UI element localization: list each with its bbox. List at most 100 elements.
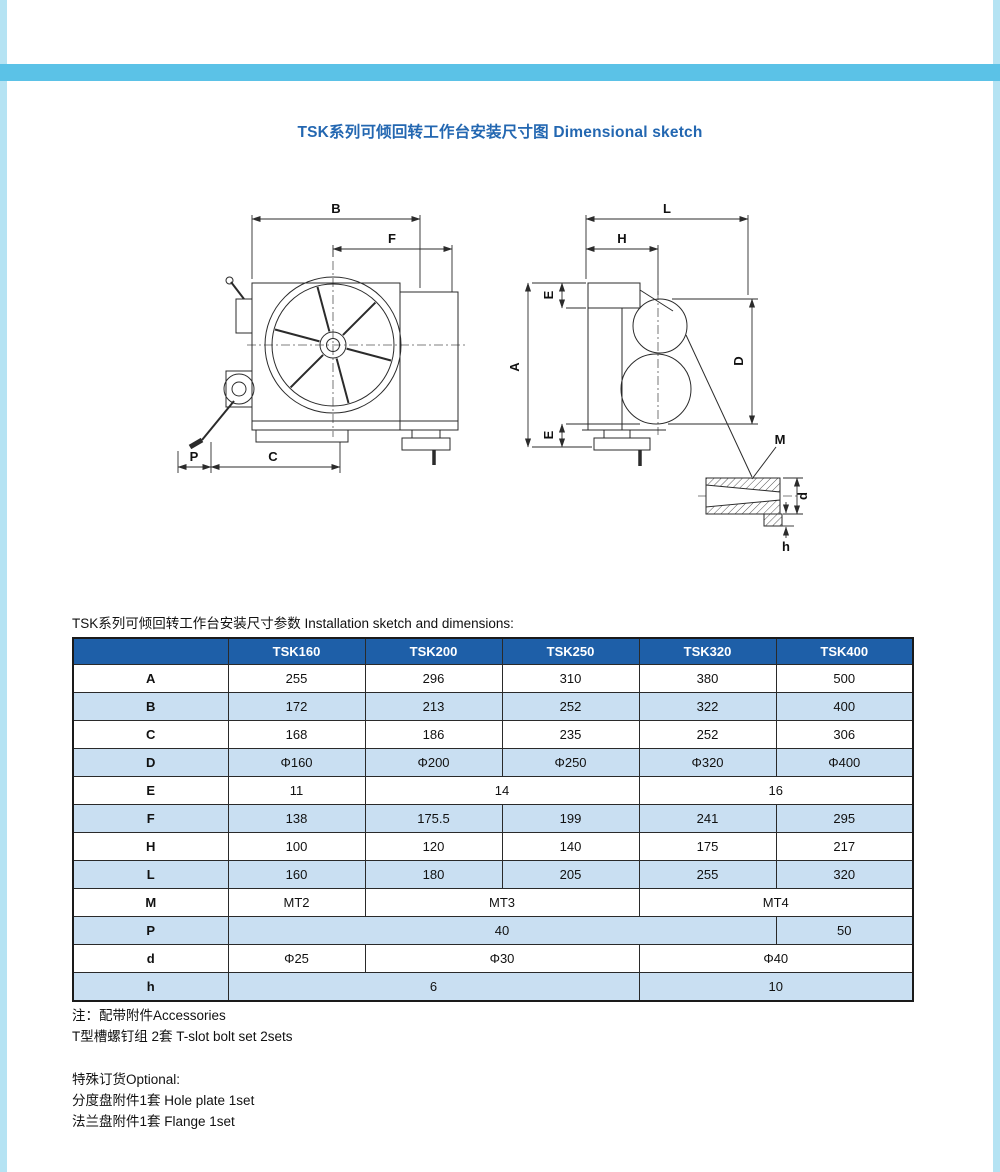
value-cell: 400 xyxy=(775,692,914,721)
dim-label-d-bore: d xyxy=(795,492,810,500)
clamp-lever xyxy=(225,276,252,334)
dim-label-b: B xyxy=(331,201,340,216)
note-optional-item-2: 法兰盘附件1套 Flange 1set xyxy=(72,1113,235,1129)
value-cell: 140 xyxy=(501,832,640,861)
row-label: L xyxy=(72,860,229,889)
column-header-tsk200: TSK200 xyxy=(364,637,503,665)
page-title: TSK系列可倾回转工作台安装尺寸图 Dimensional sketch xyxy=(297,124,703,141)
dim-label-c: C xyxy=(268,449,278,464)
note-accessories-title: 注：配带附件Accessories xyxy=(72,1008,226,1023)
row-label: C xyxy=(72,720,229,749)
dim-label-d-dia: D xyxy=(731,356,746,365)
value-cell: 40 xyxy=(227,916,777,945)
row-label: h xyxy=(72,972,229,1002)
notes-spacer xyxy=(72,1048,293,1070)
value-cell: Φ400 xyxy=(775,748,914,777)
dim-label-h-width: H xyxy=(617,231,626,246)
value-cell: Φ40 xyxy=(638,944,914,973)
right-edge-bar xyxy=(993,0,1000,1172)
value-cell: 213 xyxy=(364,692,503,721)
column-header-tsk250: TSK250 xyxy=(501,637,640,665)
value-cell: 175 xyxy=(638,832,777,861)
row-label: F xyxy=(72,804,229,833)
dim-label-l: L xyxy=(663,201,671,216)
row-label: d xyxy=(72,944,229,973)
value-cell: 50 xyxy=(775,916,914,945)
value-cell: Φ200 xyxy=(364,748,503,777)
value-cell: 6 xyxy=(227,972,640,1002)
dim-label-a: A xyxy=(507,362,522,372)
value-cell: 252 xyxy=(501,692,640,721)
value-cell: 217 xyxy=(775,832,914,861)
row-label: B xyxy=(72,692,229,721)
note-optional-item-1: 分度盘附件1套 Hole plate 1set xyxy=(72,1092,255,1108)
dim-label-h-tang: h xyxy=(782,539,790,554)
value-cell: 16 xyxy=(638,776,914,805)
dim-label-e-top: E xyxy=(541,290,556,299)
value-cell: 120 xyxy=(364,832,503,861)
value-cell: 100 xyxy=(227,832,366,861)
value-cell: MT3 xyxy=(364,888,640,917)
value-cell: 199 xyxy=(501,804,640,833)
notes-block: 注：配带附件Accessories T型槽螺钉组 2套 T-slot bolt … xyxy=(72,1006,293,1133)
value-cell: 11 xyxy=(227,776,366,805)
handwheel-spokes xyxy=(274,286,392,404)
value-cell: 380 xyxy=(638,664,777,693)
value-cell: 500 xyxy=(775,664,914,693)
value-cell: Φ30 xyxy=(364,944,640,973)
top-accent-bar xyxy=(0,64,1000,81)
value-cell: 295 xyxy=(775,804,914,833)
side-view: L H A E E D M xyxy=(507,201,810,554)
row-label: D xyxy=(72,748,229,777)
dim-label-f: F xyxy=(388,231,396,246)
table-heading: TSK系列可倾回转工作台安装尺寸参数 Installation sketch a… xyxy=(72,616,514,631)
value-cell: 138 xyxy=(227,804,366,833)
row-label: E xyxy=(72,776,229,805)
front-base xyxy=(255,429,451,465)
front-dimension-lines xyxy=(177,215,453,473)
value-cell: 175.5 xyxy=(364,804,503,833)
value-cell: 255 xyxy=(638,860,777,889)
value-cell: 322 xyxy=(638,692,777,721)
value-cell: MT4 xyxy=(638,888,914,917)
note-accessories-item: T型槽螺钉组 2套 T-slot bolt set 2sets xyxy=(72,1028,293,1044)
row-label: H xyxy=(72,832,229,861)
crank-handle xyxy=(188,370,255,450)
column-header-tsk320: TSK320 xyxy=(638,637,777,665)
corner-cell xyxy=(72,637,229,665)
value-cell: 205 xyxy=(501,860,640,889)
value-cell: 310 xyxy=(501,664,640,693)
value-cell: 320 xyxy=(775,860,914,889)
value-cell: 10 xyxy=(638,972,914,1002)
row-label: A xyxy=(72,664,229,693)
left-edge-bar xyxy=(0,0,7,1172)
column-header-tsk160: TSK160 xyxy=(227,637,366,665)
dimensional-sketch: B F P C xyxy=(177,201,810,554)
value-cell: 172 xyxy=(227,692,366,721)
dim-label-m: M xyxy=(775,432,786,447)
value-cell: 241 xyxy=(638,804,777,833)
value-cell: 306 xyxy=(775,720,914,749)
value-cell: 186 xyxy=(364,720,503,749)
value-cell: 235 xyxy=(501,720,640,749)
value-cell: Φ25 xyxy=(227,944,366,973)
side-base xyxy=(582,429,666,466)
side-dimension-lines xyxy=(524,215,758,448)
value-cell: 255 xyxy=(227,664,366,693)
value-cell: 14 xyxy=(364,776,640,805)
